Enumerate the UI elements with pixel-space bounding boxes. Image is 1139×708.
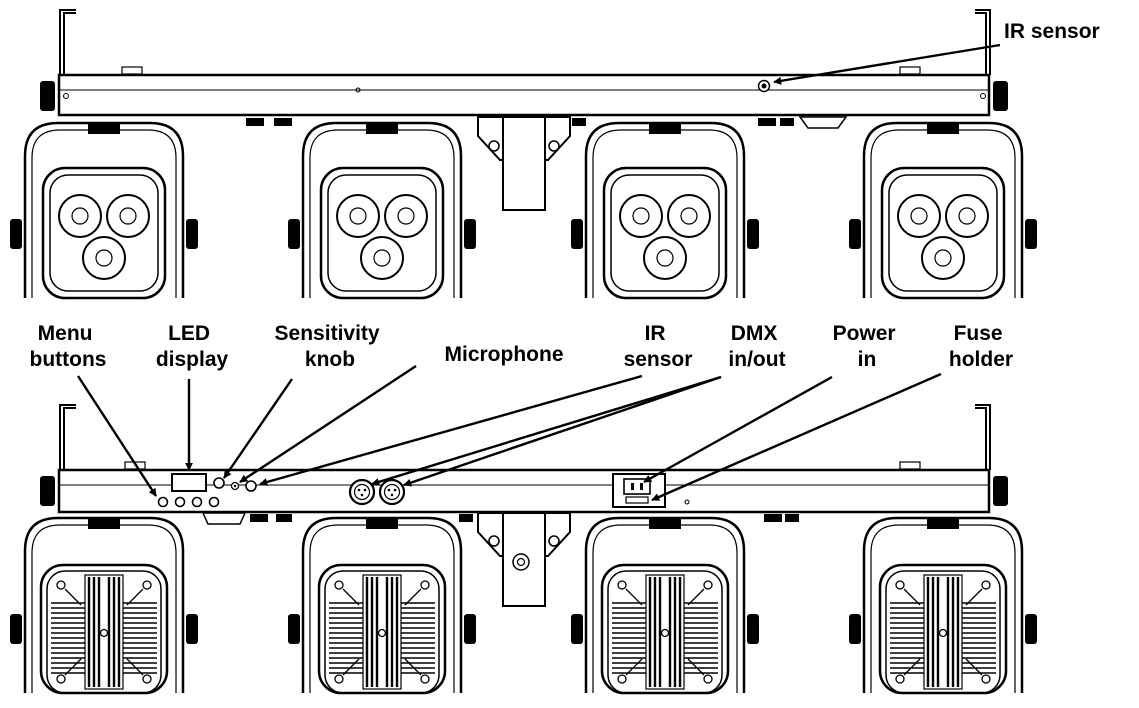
menu-buttons-component xyxy=(157,496,220,508)
label-power-in: Power in xyxy=(833,322,902,371)
bottom-view xyxy=(8,404,1039,695)
label-menu-buttons: Menu buttons xyxy=(30,322,107,371)
sensitivity-knob-component xyxy=(213,477,225,489)
arrow-menu-buttons xyxy=(76,375,158,497)
label-fuse-holder: Fuse holder xyxy=(949,322,1013,371)
arrow-ir-sensor xyxy=(259,374,643,486)
dmx-connectors xyxy=(348,478,406,506)
arrow-dmx-out xyxy=(403,375,722,487)
mounting-bar-bottom xyxy=(57,468,991,514)
label-sensitivity-knob: Sensitivity knob xyxy=(275,322,386,371)
fixture-4-front xyxy=(847,120,1039,300)
label-led-display: LED display xyxy=(156,322,229,371)
led-display-component xyxy=(171,473,207,492)
center-mount xyxy=(477,116,571,211)
label-dmx-in-out: DMX in/out xyxy=(728,322,785,371)
fixture-4-back xyxy=(847,515,1039,695)
power-fuse-component xyxy=(612,473,690,508)
label-ir-sensor: IR sensor xyxy=(624,322,693,371)
fixture-3-back xyxy=(569,515,761,695)
callout-labels: IR sensor Menu buttons LED display Sensi… xyxy=(30,20,1100,371)
fixture-2-front xyxy=(286,120,478,300)
callout-arrows xyxy=(76,43,1001,502)
arrow-power-in xyxy=(643,375,833,484)
bracket-hooks-bottom xyxy=(59,404,991,470)
top-view xyxy=(8,9,1039,300)
fixture-3-front xyxy=(569,120,761,300)
arrow-sensitivity-knob xyxy=(223,378,293,479)
ir-sensor-component-bottom xyxy=(245,480,257,492)
center-mount-bottom xyxy=(477,512,571,607)
label-ir-sensor-top: IR sensor xyxy=(1004,20,1100,43)
arrow-fuse-holder xyxy=(651,372,942,502)
fixture-2-back xyxy=(286,515,478,695)
microphone-component xyxy=(230,481,240,491)
arrow-ir-sensor-top xyxy=(773,43,1001,85)
bracket-hooks xyxy=(59,9,991,75)
arrow-microphone xyxy=(239,364,417,484)
fixture-1-front xyxy=(8,120,200,300)
fixture-1-back xyxy=(8,515,200,695)
arrow-dmx-in xyxy=(371,375,722,486)
ir-sensor-component xyxy=(757,79,771,93)
label-microphone: Microphone xyxy=(445,343,564,366)
mounting-bar xyxy=(57,73,991,117)
